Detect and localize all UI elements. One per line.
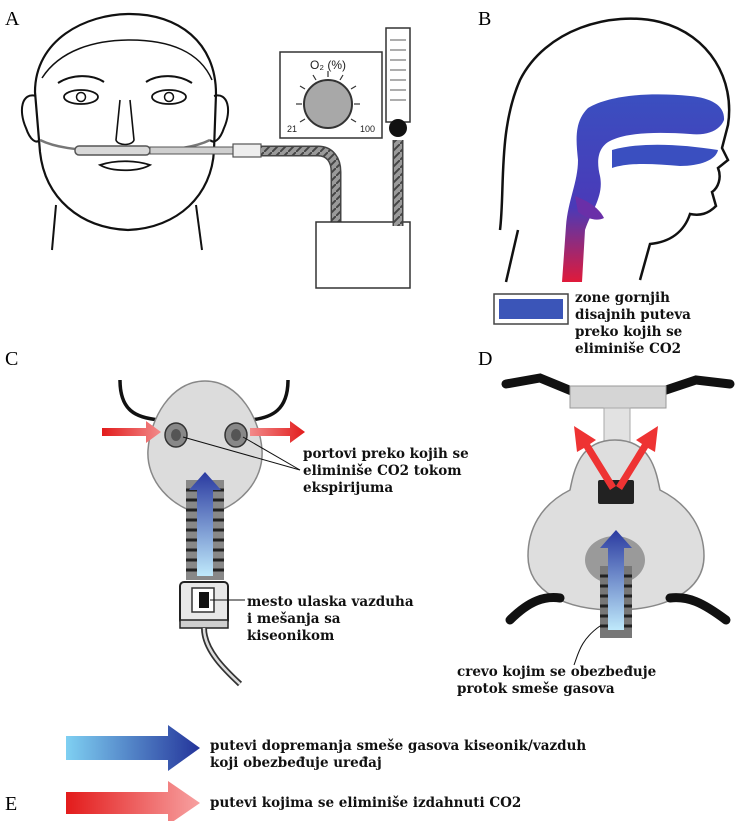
panel-letter-a: A xyxy=(5,8,19,31)
oxygen-gauge-title: O₂ (%) xyxy=(310,58,346,72)
neck-right xyxy=(196,205,202,250)
mask-exhaust-port xyxy=(598,480,634,504)
hair-line xyxy=(42,40,212,80)
flowmeter-ball xyxy=(389,119,407,137)
face-outline xyxy=(35,14,216,230)
tube-leader-line xyxy=(574,626,600,665)
oxygen-supply-line xyxy=(204,628,240,684)
nasal-mask-strap-left xyxy=(506,378,574,392)
oxygen-gauge-dial xyxy=(304,80,352,128)
mask-lower-strap-right xyxy=(670,598,726,620)
red-legend-label: putevi kojima se eliminiše izdahnuti CO2 xyxy=(210,795,521,812)
mask-strap-left xyxy=(120,380,160,420)
flowmeter xyxy=(386,28,410,122)
panel-letter-b: B xyxy=(478,8,491,31)
eyebrow-left xyxy=(58,76,104,83)
blue-legend-arrow xyxy=(66,725,200,771)
neck-left xyxy=(52,205,56,250)
oxygen-gauge-min: 21 xyxy=(287,124,297,134)
nose xyxy=(116,100,134,145)
mask-lower-strap-left xyxy=(510,598,560,620)
ear-right xyxy=(210,95,228,141)
panel-letter-c: C xyxy=(5,348,18,371)
ports-label: portovi preko kojih se eliminiše CO2 tok… xyxy=(303,446,469,497)
oxygen-gauge-max: 100 xyxy=(360,124,375,134)
airway-legend-text: zone gornjih disajnih puteva preko kojih… xyxy=(575,290,691,358)
eyebrow-right xyxy=(146,76,192,83)
tube-to-humidifier xyxy=(261,151,336,228)
upper-airway xyxy=(562,94,724,282)
blue-legend-label: putevi dopremanja smeše gasova kiseonik/… xyxy=(210,738,586,772)
tube-connector xyxy=(233,144,261,157)
tube-label: crevo kojim se obezbeđuje protok smeše g… xyxy=(457,664,656,698)
panel-letter-d: D xyxy=(478,348,492,371)
legend-e-drawing xyxy=(66,725,200,821)
red-legend-arrow xyxy=(66,781,200,821)
panel-d-drawing xyxy=(506,378,730,665)
mouth xyxy=(100,161,150,170)
forehead-support xyxy=(570,386,666,408)
panel-letter-e: E xyxy=(5,793,17,816)
tongue xyxy=(612,145,718,168)
nasal-cannula xyxy=(75,146,150,155)
oxygen-tube xyxy=(150,147,245,154)
nasal-mask-strap-right xyxy=(660,380,730,392)
mask-strap-right xyxy=(250,380,288,420)
humidifier xyxy=(316,222,410,288)
neck-back xyxy=(506,230,518,282)
panel-b-drawing xyxy=(494,19,729,324)
inlet-label: mesto ulaska vazduha i mešanja sa kiseon… xyxy=(247,594,414,645)
panel-a-drawing xyxy=(22,14,410,288)
airway-legend-swatch xyxy=(499,299,563,319)
